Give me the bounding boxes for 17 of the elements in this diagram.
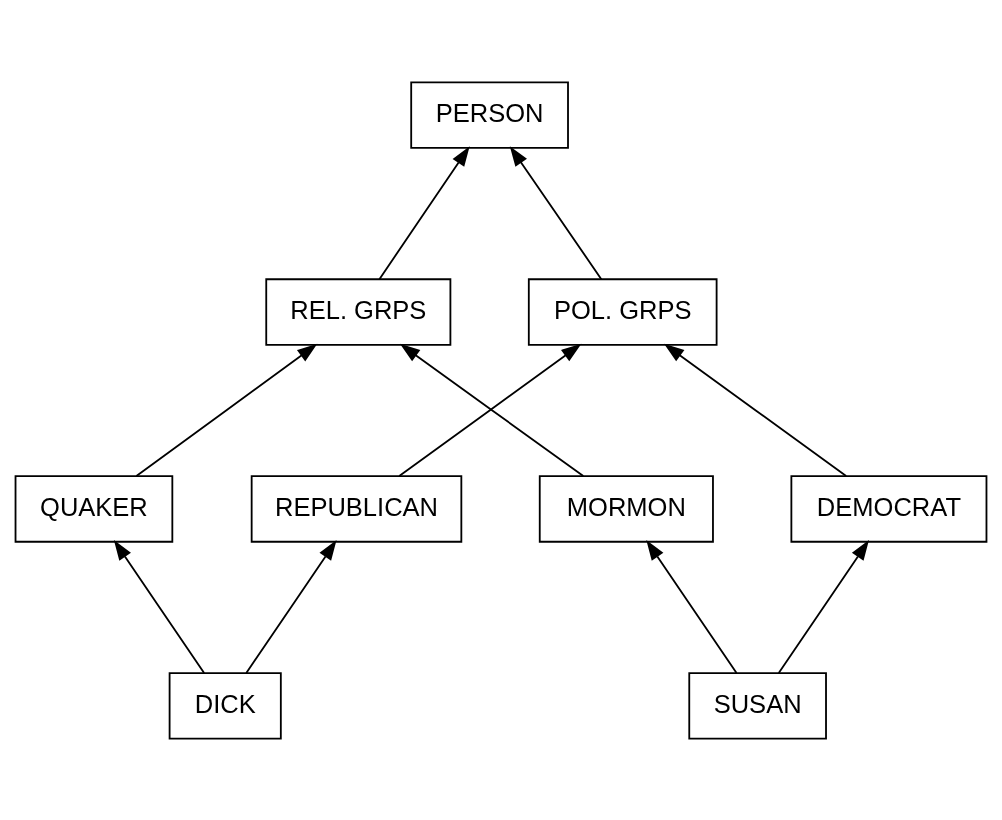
arrow [777,539,869,674]
node-box: SUSAN [688,671,827,740]
node-box: MORMON [538,474,714,543]
arrow [664,343,848,477]
arrow [245,539,337,674]
node-box: DICK [168,671,282,740]
arrow [646,539,738,674]
node-box: POL. GRPS [527,277,718,346]
arrow [509,145,603,280]
node-box: DEMOCRAT [790,474,988,543]
node-box: QUAKER [14,474,174,543]
node-box: REPUBLICAN [250,474,463,543]
node-box: REL. GRPS [265,277,452,346]
arrow [378,145,470,280]
node-box: PERSON [410,80,569,149]
arrow [135,343,318,477]
arrow [113,539,206,674]
